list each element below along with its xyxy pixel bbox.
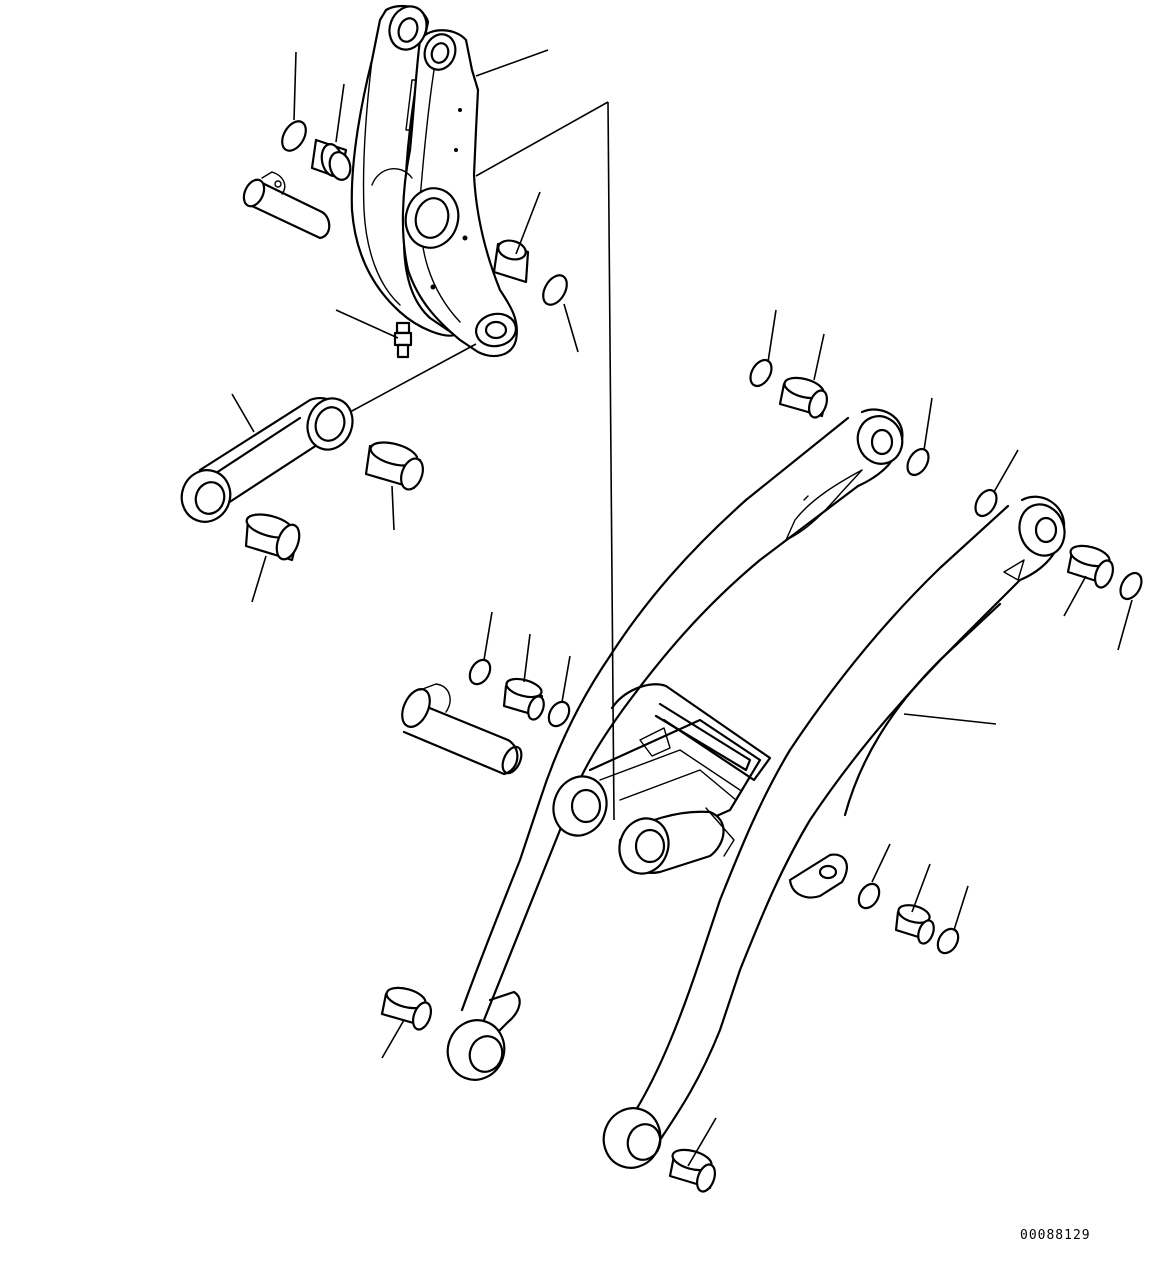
cross-tube (552, 683, 772, 875)
cylinder-boss-plate (788, 853, 848, 899)
tilt-link (180, 397, 354, 523)
bell-crank-pin (242, 171, 331, 240)
center-pin (401, 683, 523, 776)
leader-lines (231, 49, 1133, 1167)
bell-crank (350, 4, 518, 358)
grease-fitting (393, 321, 413, 359)
seal-rings (281, 120, 1143, 955)
lift-arm-right (602, 495, 1066, 1169)
tilt-link-bushings (244, 138, 530, 562)
lift-arm-bushings (380, 376, 1115, 1193)
document-number: 00088129 (1020, 1228, 1091, 1243)
lift-arm-left (446, 408, 904, 1081)
